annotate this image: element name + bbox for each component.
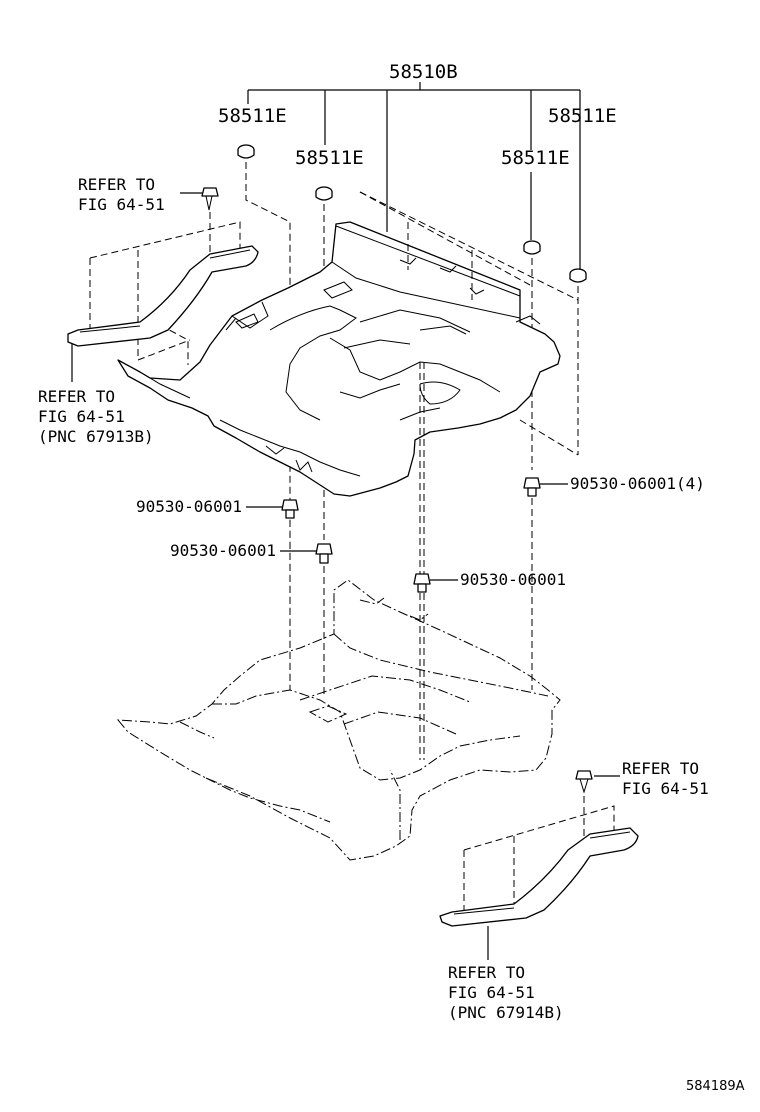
main-part-label[interactable]: 58510B [389, 61, 458, 83]
refer-left-line2[interactable]: FIG 64-51 [38, 407, 125, 426]
refer-right-line1[interactable]: REFER TO [622, 759, 699, 778]
clip-icon [315, 186, 333, 201]
main-part-callout: 58510B [247, 61, 581, 270]
clip-label-center-right[interactable]: 58511E [501, 147, 570, 169]
clip-icon [523, 240, 541, 255]
right-side-trim [439, 805, 639, 927]
clip-label-left[interactable]: 58511E [218, 105, 287, 127]
bolt-label-c[interactable]: 90530-06001 [460, 570, 566, 589]
screw-icon [575, 770, 593, 794]
bolt-icon [315, 543, 333, 564]
refer-bottom-line2[interactable]: FIG 64-51 [448, 983, 535, 1002]
floor-silencer-upper [117, 221, 561, 497]
refer-left-line3[interactable]: (PNC 67913B) [38, 427, 154, 446]
diagram-code: 584189A [686, 1079, 745, 1094]
refer-left-line1[interactable]: REFER TO [38, 387, 115, 406]
refer-top-line1[interactable]: REFER TO [78, 175, 155, 194]
bolt-label-a[interactable]: 90530-06001 [136, 497, 242, 516]
bolt-label-b[interactable]: 90530-06001 [170, 541, 276, 560]
clip-label-right[interactable]: 58511E [548, 105, 617, 127]
bolt-icon [281, 499, 299, 519]
floor-panel-lower [116, 579, 561, 861]
refer-top-line2[interactable]: FIG 64-51 [78, 195, 165, 214]
clip-icon [569, 268, 587, 283]
refer-bottom-line1[interactable]: REFER TO [448, 963, 525, 982]
bolt-icon [413, 573, 431, 593]
bolt-icon [523, 477, 541, 497]
clip-icon [237, 144, 255, 159]
refer-right-line2[interactable]: FIG 64-51 [622, 779, 709, 798]
clip-label-center-left[interactable]: 58511E [295, 147, 364, 169]
screw-icon [201, 187, 219, 211]
bolt-label-d[interactable]: 90530-06001(4) [570, 474, 705, 493]
left-side-trim [67, 221, 259, 365]
refer-bottom-line3[interactable]: (PNC 67914B) [448, 1003, 564, 1022]
